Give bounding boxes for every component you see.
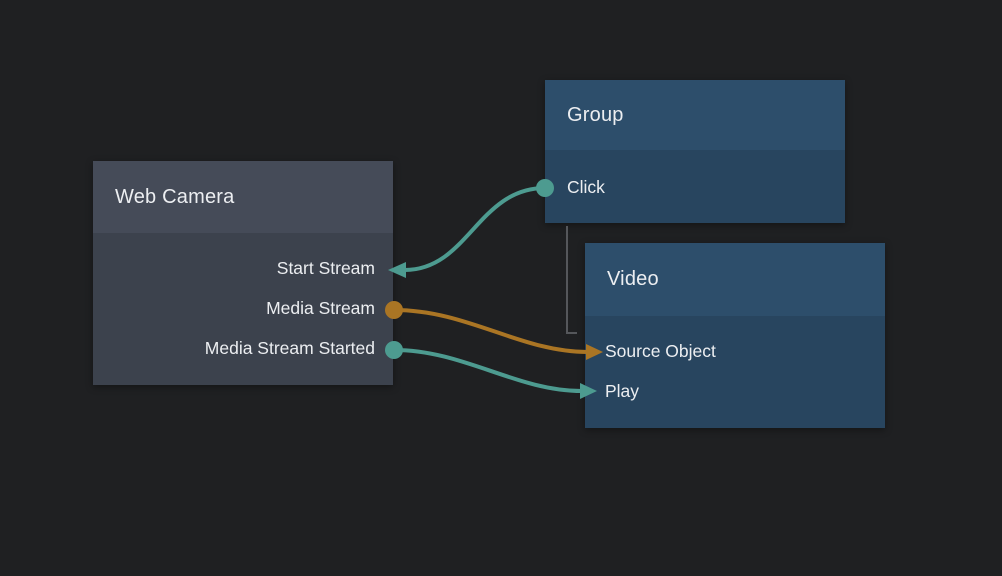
- node-web-camera-body: Start Stream Media Stream Media Stream S…: [93, 233, 393, 368]
- port-play-label: Play: [605, 380, 640, 401]
- port-start-stream[interactable]: Start Stream: [93, 248, 393, 288]
- port-media-stream-started[interactable]: Media Stream Started: [93, 328, 393, 368]
- node-video[interactable]: Video Source Object Play: [585, 243, 885, 428]
- wire-click-to-start-stream[interactable]: [403, 186, 547, 272]
- node-group-title: Group: [567, 103, 624, 126]
- port-click[interactable]: Click: [545, 167, 845, 207]
- port-media-stream[interactable]: Media Stream: [93, 288, 393, 328]
- node-web-camera-title: Web Camera: [115, 185, 235, 208]
- node-video-title: Video: [607, 268, 659, 290]
- port-click-label: Click: [567, 176, 605, 197]
- port-start-stream-label: Start Stream: [276, 257, 375, 278]
- node-video-body: Source Object Play: [585, 316, 885, 411]
- wire-media-stream-started-to-play[interactable]: [392, 348, 584, 393]
- node-group-body: Click: [545, 150, 845, 207]
- port-media-stream-started-label: Media Stream Started: [204, 337, 375, 358]
- link-group-to-video[interactable]: [566, 226, 577, 334]
- node-group-header[interactable]: Group: [545, 80, 845, 150]
- port-source-object[interactable]: Source Object: [585, 331, 885, 371]
- node-web-camera-header[interactable]: Web Camera: [93, 161, 393, 233]
- node-web-camera[interactable]: Web Camera Start Stream Media Stream Med…: [93, 161, 393, 385]
- wire-media-stream-to-source-object[interactable]: [392, 308, 590, 354]
- node-group[interactable]: Group Click: [545, 80, 845, 223]
- port-source-object-label: Source Object: [605, 340, 716, 361]
- port-media-stream-label: Media Stream: [266, 297, 375, 318]
- port-play[interactable]: Play: [585, 371, 885, 411]
- node-video-header[interactable]: Video: [585, 243, 885, 316]
